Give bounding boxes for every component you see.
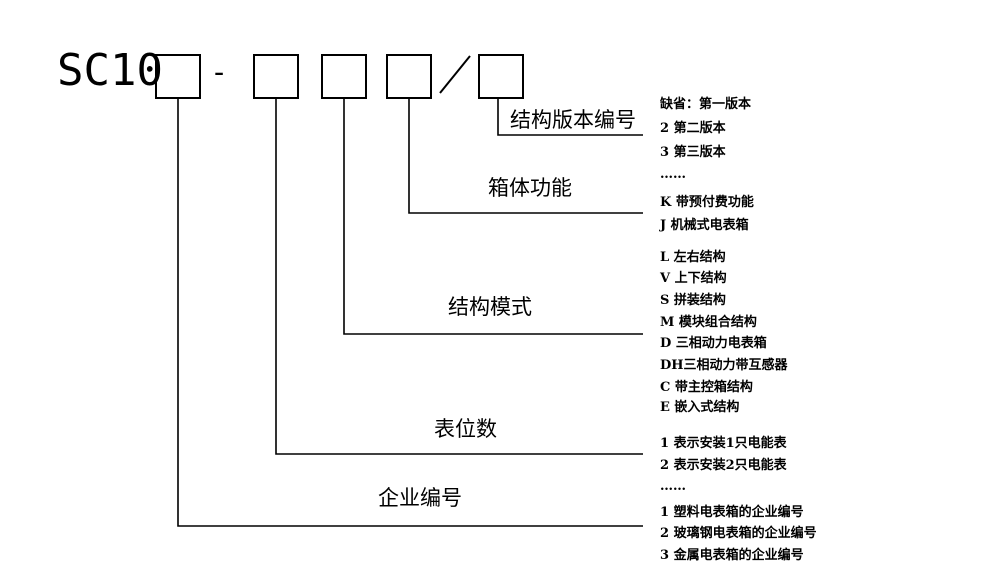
option-item: E 嵌入式结构: [660, 399, 739, 415]
option-item: 1 表示安装1只电能表: [660, 435, 788, 451]
option-item: M 模块组合结构: [660, 314, 757, 330]
leader-line-function: [408, 98, 643, 214]
option-item: 2 表示安装2只电能表: [660, 457, 788, 473]
code-box-meters: [253, 54, 299, 99]
option-item: DH三相动力带互感器: [660, 357, 789, 373]
label-version: 结构版本编号: [510, 108, 636, 132]
option-item: J 机械式电表箱: [659, 217, 749, 233]
leader-line-version: [497, 98, 643, 136]
leader-line-structure: [343, 98, 643, 335]
option-item: D 三相动力电表箱: [660, 335, 767, 351]
leader-line-meters: [275, 98, 643, 455]
option-item: C 带主控箱结构: [660, 379, 753, 395]
label-company: 企业编号: [378, 486, 462, 510]
dash-separator: -: [214, 55, 224, 90]
option-item: ……: [660, 167, 686, 182]
options-version: 缺省：第一版本 2 第二版本 3 第三版本 ……: [659, 96, 751, 182]
option-item: V 上下结构: [659, 270, 727, 286]
leader-line-company: [177, 98, 643, 527]
code-box-version: [478, 54, 524, 99]
slash-separator: [439, 55, 471, 94]
option-item: L 左右结构: [660, 249, 726, 265]
option-item: 2 玻璃钢电表箱的企业编号: [660, 525, 817, 541]
label-meters: 表位数: [434, 417, 497, 441]
label-structure: 结构模式: [448, 295, 532, 319]
option-item: 缺省：第一版本: [659, 96, 751, 112]
option-item: 3 第三版本: [660, 144, 726, 160]
options-meters: 1 表示安装1只电能表 2 表示安装2只电能表 ……: [660, 435, 788, 494]
option-item: S 拼装结构: [660, 292, 726, 308]
option-item: K 带预付费功能: [660, 194, 754, 210]
option-item: 3 金属电表箱的企业编号: [660, 547, 804, 563]
model-prefix: SC10: [57, 45, 163, 96]
options-company: 1 塑料电表箱的企业编号 2 玻璃钢电表箱的企业编号 3 金属电表箱的企业编号: [660, 504, 817, 563]
code-box-function: [386, 54, 432, 99]
options-function: K 带预付费功能 J 机械式电表箱: [659, 194, 754, 233]
option-item: ……: [660, 479, 686, 494]
options-structure: L 左右结构 V 上下结构 S 拼装结构 M 模块组合结构 D 三相动力电表箱 …: [659, 249, 789, 415]
option-item: 2 第二版本: [660, 120, 726, 136]
option-item: 1 塑料电表箱的企业编号: [660, 504, 804, 520]
code-box-structure: [321, 54, 367, 99]
label-function: 箱体功能: [488, 176, 572, 200]
